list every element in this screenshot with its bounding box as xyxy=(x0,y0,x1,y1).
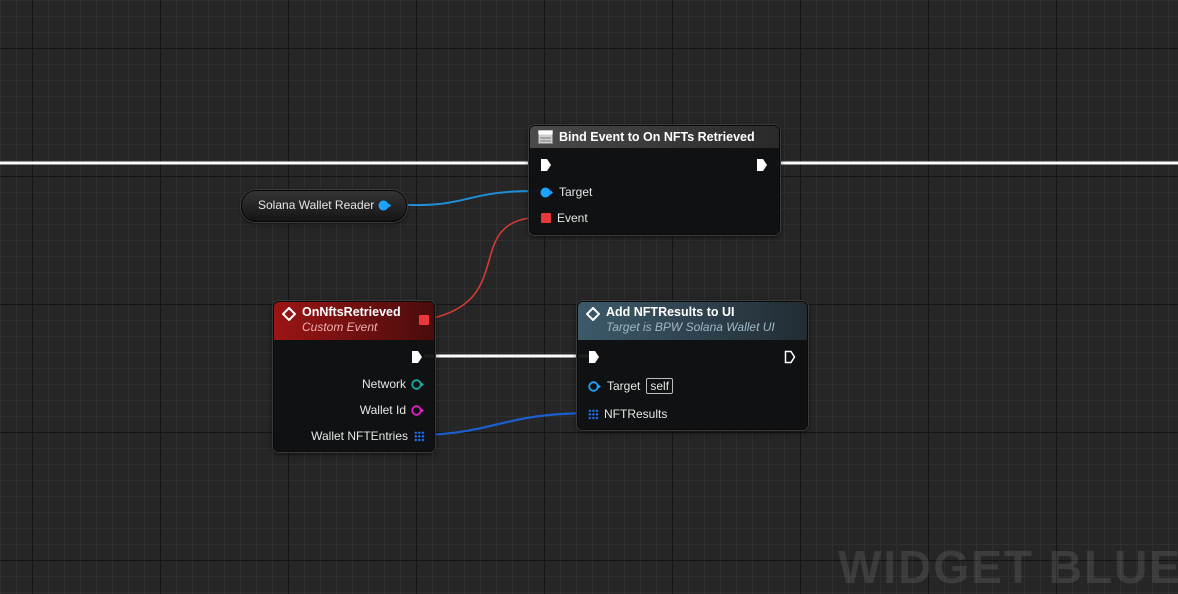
wire-layer xyxy=(0,161,1178,437)
string-pin-icon[interactable] xyxy=(411,404,424,416)
event-delegate-wire xyxy=(428,216,541,320)
array-pin-icon[interactable] xyxy=(414,430,425,442)
event-diamond-icon xyxy=(282,307,296,321)
bind-event-title: Bind Event to On NFTs Retrieved xyxy=(559,130,755,144)
target-pin-label: Target xyxy=(559,185,593,199)
object-pin-icon[interactable] xyxy=(540,187,553,198)
wallet-nft-entries-pin-row[interactable]: Wallet NFTEntries xyxy=(311,429,425,443)
delegate-out-pin-icon[interactable] xyxy=(419,315,429,325)
exec-out-pin-icon[interactable] xyxy=(756,158,768,172)
custom-event-node-header[interactable]: OnNftsRetrieved Custom Event xyxy=(274,302,434,340)
object-pin-icon[interactable] xyxy=(588,380,601,392)
self-default-value[interactable]: self xyxy=(646,378,674,394)
custom-event-subtitle: Custom Event xyxy=(302,320,378,334)
target-pin-row[interactable]: Target xyxy=(540,185,592,199)
exec-out-pin-icon[interactable] xyxy=(784,350,796,364)
nft-results-pin-label: NFTResults xyxy=(604,407,668,421)
array-pin-icon[interactable] xyxy=(588,408,599,420)
wallet-id-pin-label: Wallet Id xyxy=(359,403,406,417)
wallet-nft-entries-pin-label: Wallet NFTEntries xyxy=(311,429,408,443)
nft-results-pin-row[interactable]: NFTResults xyxy=(588,407,667,421)
function-diamond-icon xyxy=(586,307,600,321)
function-title: Add NFTResults to UI xyxy=(606,305,735,319)
exec-out-pin-icon[interactable] xyxy=(411,350,423,364)
function-subtitle: Target is BPW Solana Wallet UI xyxy=(606,320,775,334)
object-wire-target xyxy=(389,189,541,207)
object-pin-icon[interactable] xyxy=(378,200,391,211)
variable-label: Solana Wallet Reader xyxy=(258,198,375,212)
network-pin-row[interactable]: Network xyxy=(362,377,424,391)
delegate-pin-icon[interactable] xyxy=(541,213,551,223)
function-target-pin-row[interactable]: Target self xyxy=(588,378,674,394)
function-target-pin-label: Target xyxy=(607,379,641,393)
custom-event-title: OnNftsRetrieved xyxy=(302,305,401,319)
wallet-id-pin-row[interactable]: Wallet Id xyxy=(360,403,424,417)
add-nft-results-function-node[interactable]: Add NFTResults to UI Target is BPW Solan… xyxy=(577,301,808,430)
array-wire-nft-entries xyxy=(423,411,591,437)
blueprint-type-watermark: WIDGET BLUE xyxy=(838,541,1178,593)
function-node-header[interactable]: Add NFTResults to UI Target is BPW Solan… xyxy=(578,302,807,340)
bind-event-node[interactable]: Bind Event to On NFTs Retrieved Target E… xyxy=(529,125,780,235)
bind-event-node-header[interactable]: Bind Event to On NFTs Retrieved xyxy=(530,126,779,148)
exec-in-pin-icon[interactable] xyxy=(588,350,600,364)
struct-pin-icon[interactable] xyxy=(411,378,424,390)
event-pin-row[interactable]: Event xyxy=(541,211,588,225)
exec-in-pin-icon[interactable] xyxy=(540,158,552,172)
network-pin-label: Network xyxy=(361,377,406,391)
custom-event-node[interactable]: OnNftsRetrieved Custom Event Network Wal… xyxy=(273,301,435,452)
bind-event-icon xyxy=(538,130,553,144)
event-pin-label: Event xyxy=(557,211,588,225)
solana-wallet-reader-variable-node[interactable]: Solana Wallet Reader xyxy=(241,190,407,222)
